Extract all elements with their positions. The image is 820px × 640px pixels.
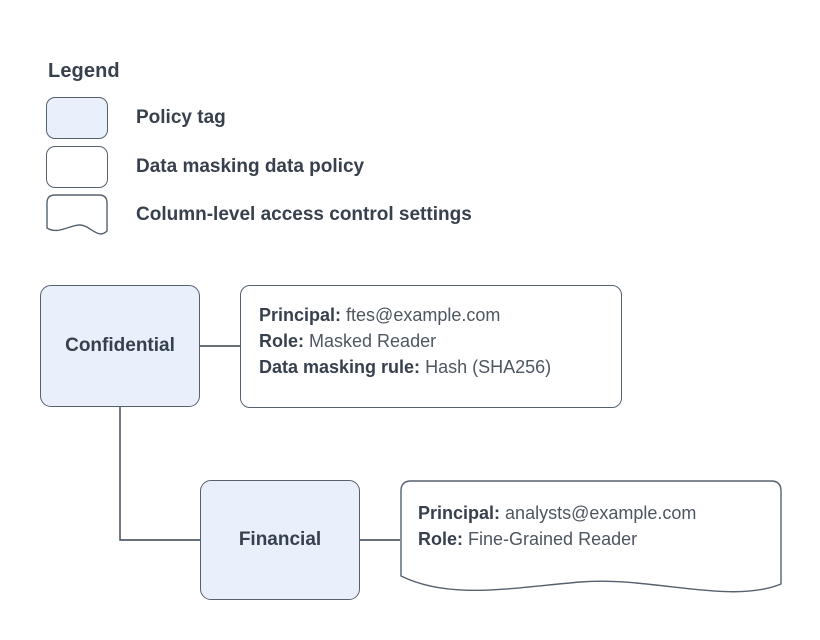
detail-line: Role: Fine-Grained Reader (418, 526, 696, 552)
detail-line: Role: Masked Reader (259, 328, 551, 354)
column-access-settings-swatch-icon (46, 194, 108, 236)
data-masking-policy-swatch-icon (46, 146, 108, 188)
detail-value: ftes@example.com (346, 305, 501, 325)
data-masking-policy-text: Principal: ftes@example.com Role: Masked… (259, 302, 551, 380)
legend-item-label: Column-level access control settings (136, 204, 472, 225)
detail-line: Principal: analysts@example.com (418, 500, 696, 526)
detail-key: Role: (418, 529, 463, 549)
node-financial[interactable]: Financial (200, 480, 360, 600)
node-confidential[interactable]: Confidential (40, 285, 200, 407)
legend-item-data-masking-policy: Data masking data policy (46, 146, 364, 188)
legend-item-policy-tag: Policy tag (46, 97, 226, 139)
detail-key: Principal: (418, 503, 501, 523)
detail-key: Data masking rule: (259, 357, 421, 377)
policy-tag-swatch-icon (46, 97, 108, 139)
connector-confidential-to-financial (119, 407, 200, 541)
detail-value: analysts@example.com (505, 503, 697, 523)
detail-value: Masked Reader (309, 331, 437, 351)
node-label: Confidential (65, 335, 175, 356)
detail-line: Principal: ftes@example.com (259, 302, 551, 328)
detail-value: Fine-Grained Reader (468, 529, 638, 549)
legend-item-column-access-settings: Column-level access control settings (46, 194, 472, 236)
column-access-settings-box[interactable]: Principal: analysts@example.com Role: Fi… (400, 480, 782, 598)
wavy-bottom-shape-icon (400, 480, 782, 593)
legend-item-label: Data masking data policy (136, 156, 365, 177)
detail-line: Data masking rule: Hash (SHA256) (259, 354, 551, 380)
legend-title: Legend (48, 60, 120, 82)
column-access-settings-text: Principal: analysts@example.com Role: Fi… (418, 500, 696, 552)
detail-key: Principal: (259, 305, 342, 325)
detail-value: Hash (SHA256) (425, 357, 552, 377)
detail-key: Role: (259, 331, 304, 351)
legend-item-label: Policy tag (136, 107, 226, 128)
node-label: Financial (238, 529, 322, 550)
data-masking-policy-box[interactable]: Principal: ftes@example.com Role: Masked… (240, 285, 622, 408)
